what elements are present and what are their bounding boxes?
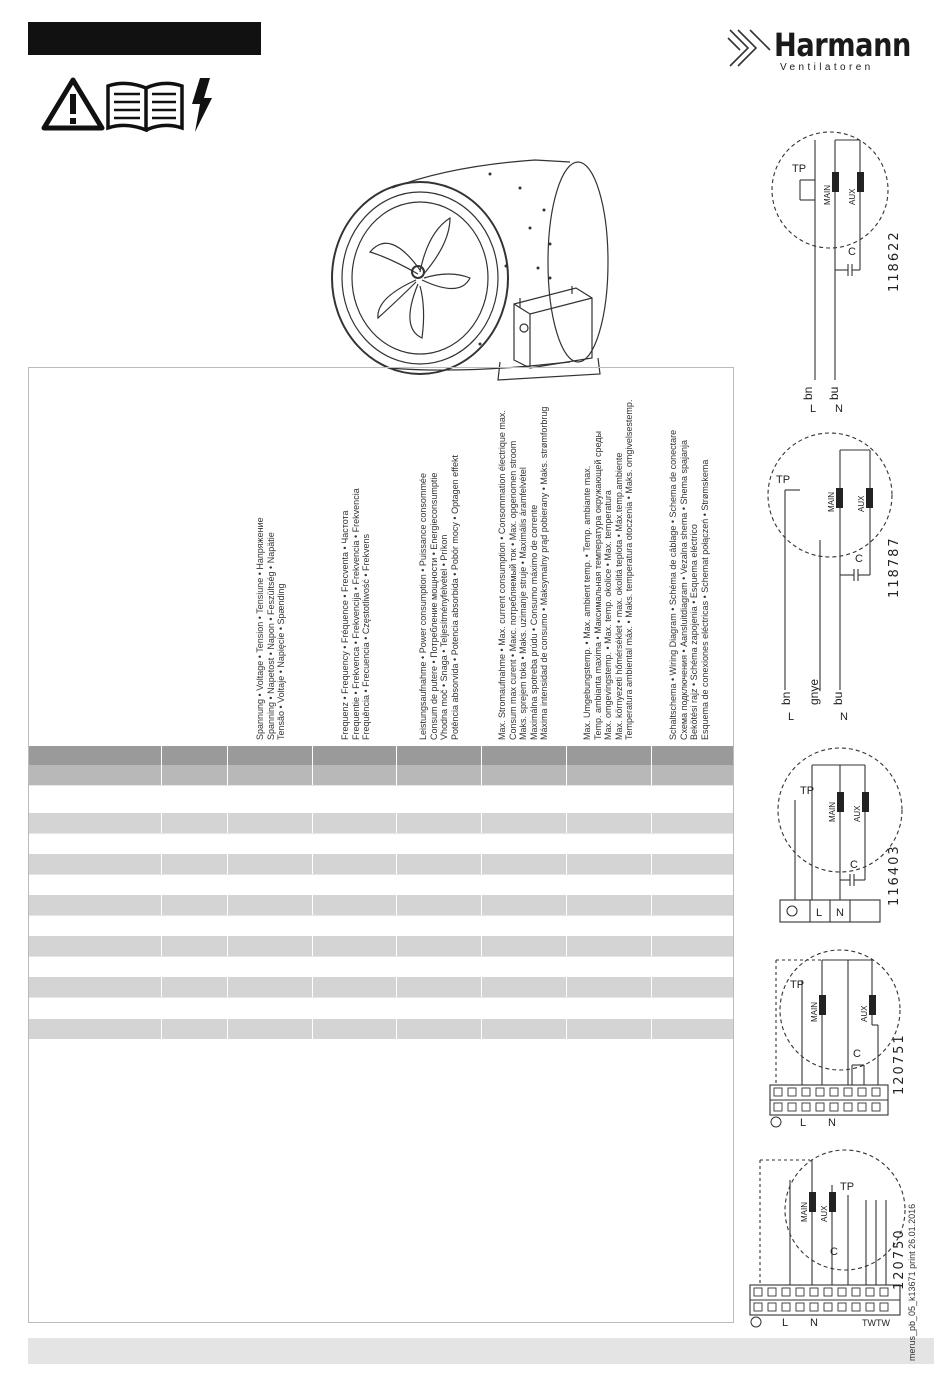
table-row (29, 895, 733, 915)
brand-subtitle: Ventilatoren (780, 62, 874, 73)
label-aux-3: AUX (853, 805, 862, 822)
table-row (29, 977, 733, 997)
table-row (29, 765, 733, 785)
column-header-power: Leistungsaufnahme • Power consumption • … (418, 455, 460, 740)
wiring-diagrams: TP C L N TP C L N TP C L N TP C L N TP C… (749, 131, 906, 1329)
wiring-diagram-118787 (767, 432, 893, 690)
table-row (29, 936, 733, 956)
label-cap-3: C (850, 859, 858, 871)
label-aux-2: AUX (857, 495, 866, 512)
column-header-frequency: Frequenz • Frequency • Fréquence • Frecv… (340, 488, 371, 740)
title-bar (28, 22, 261, 55)
label-tp-1: TP (792, 163, 806, 175)
label-tp-4: TP (790, 979, 804, 991)
label-cap-5: C (830, 1246, 838, 1258)
label-aux-1: AUX (848, 188, 857, 205)
brand-name: Harmann (774, 26, 911, 64)
column-header-current: Max. Stromaufnahme • Max. current consum… (497, 406, 549, 740)
label-tp-5: TP (840, 1181, 854, 1193)
logo-mark-icon (727, 29, 771, 67)
label-bu-2: bu (831, 692, 845, 705)
column-header-voltage: Spannung • Voltage • Tension • Tensiune … (255, 517, 286, 740)
label-aux-5: AUX (820, 1205, 829, 1222)
label-cap-4: C (853, 1048, 861, 1060)
label-n-4: N (828, 1117, 836, 1129)
diagram-code-120751: 120751 (892, 1033, 907, 1095)
label-main-2: MAIN (827, 492, 836, 512)
label-n-1: N (835, 403, 843, 415)
wiring-diagram-118622 (771, 131, 889, 380)
label-l-2: L (788, 711, 794, 723)
label-l-5: L (782, 1317, 788, 1329)
table-divider (29, 997, 733, 998)
label-main-4: MAIN (810, 1002, 819, 1022)
document-id: merus_pb_05_k13671 print 26.01.2016 (907, 1203, 917, 1361)
column-header-temperature: Max. Umgebungstemp. • Max. ambient temp.… (582, 399, 634, 740)
label-twtw-5: TWTW (862, 1318, 890, 1328)
brand-logo: Harmann Ventilatoren (726, 26, 911, 76)
label-bu-1: bu (827, 387, 841, 400)
wiring-diagram-120751 (769, 949, 901, 1116)
manual-book-icon (106, 81, 184, 133)
table-divider (29, 785, 733, 786)
diagram-code-120750: 120750 (892, 1228, 907, 1290)
label-bn-1: bn (801, 387, 815, 400)
table-row (29, 854, 733, 874)
table-row (29, 813, 733, 833)
terminal-blocks-120750 (753, 1287, 889, 1312)
label-main-5: MAIN (800, 1202, 809, 1222)
table-divider (29, 956, 733, 957)
label-tp-3: TP (800, 785, 814, 797)
diagram-code-118622: 118622 (887, 230, 902, 292)
lightning-icon (192, 78, 212, 132)
label-cap-2: C (855, 553, 863, 565)
diagram-code-116403: 116403 (887, 844, 902, 906)
label-gnye-2: gnye (807, 679, 821, 705)
label-main-1: MAIN (823, 185, 832, 205)
label-n-3: N (836, 907, 844, 919)
terminal-blocks-120751 (773, 1087, 881, 1112)
diagram-code-118787: 118787 (887, 536, 902, 598)
wiring-diagram-116403 (777, 747, 903, 923)
table-row (29, 746, 733, 765)
fan-illustration (330, 148, 620, 384)
label-l-3: L (816, 907, 822, 919)
table-row (29, 1019, 733, 1039)
table-divider (29, 915, 733, 916)
label-main-3: MAIN (828, 802, 837, 822)
label-l-4: L (800, 1117, 806, 1129)
label-tp-2: TP (776, 474, 790, 486)
footer-bar (28, 1338, 934, 1364)
label-n-5: N (810, 1317, 818, 1329)
table-divider (29, 874, 733, 875)
label-n-2: N (840, 711, 848, 723)
safety-icons (40, 76, 220, 133)
specification-table (28, 367, 734, 1323)
label-bn-2: bn (779, 692, 793, 705)
table-divider (29, 833, 733, 834)
label-cap-1: C (848, 246, 856, 258)
label-l-1: L (810, 403, 816, 415)
column-header-wiring: Schaltschema • Wiring Diagram • Schéma d… (668, 429, 710, 740)
warning-triangle-icon (41, 77, 105, 131)
label-aux-4: AUX (860, 1005, 869, 1022)
